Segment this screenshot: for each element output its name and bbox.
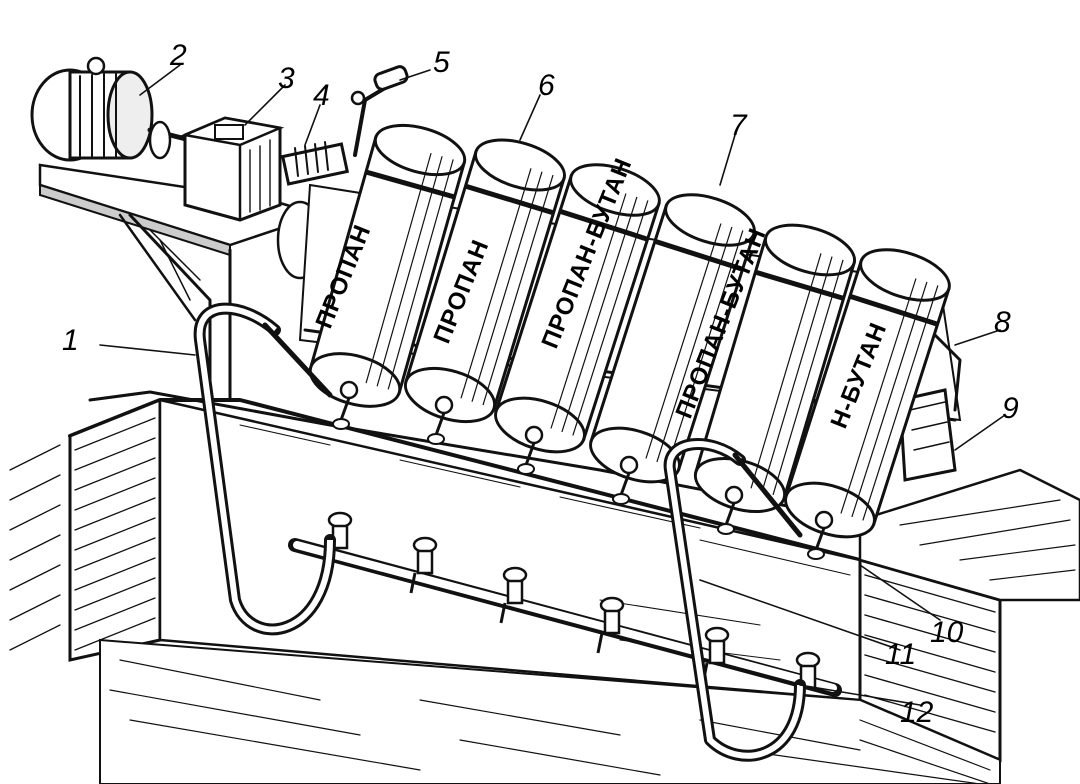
callout-6: 6	[538, 69, 555, 102]
cylinder-valve-cap	[427, 433, 445, 445]
cylinder-band	[754, 269, 845, 301]
manifold-valve-outlet	[596, 632, 604, 654]
callout-7: 7	[730, 109, 748, 142]
manifold-valve-body	[603, 609, 621, 635]
cylinder-top	[569, 163, 661, 217]
cylinder-shading	[572, 200, 649, 436]
callout-2: 2	[169, 39, 187, 72]
cylinder-band	[365, 169, 456, 200]
cylinder-valve	[339, 380, 359, 400]
cylinder-valve-stem	[434, 412, 446, 436]
cylinder-shading	[862, 285, 939, 521]
cylinder-band	[464, 183, 555, 216]
callout-3: 3	[278, 62, 295, 95]
callout-9: 9	[1002, 392, 1019, 425]
cylinder-shading	[645, 223, 722, 459]
callout-8: 8	[994, 306, 1011, 339]
reduction-gearbox	[180, 116, 285, 222]
leader-lines	[99, 64, 1006, 706]
cylinder-shading	[656, 226, 733, 463]
electric-motor	[30, 56, 193, 162]
cylinder-shading	[460, 168, 532, 399]
cylinder-band	[654, 238, 744, 272]
cylinder-valve-stem	[619, 472, 631, 496]
callout-11: 11	[885, 638, 916, 671]
cylinder-valve-cap	[332, 418, 350, 430]
cylinder-top	[763, 223, 857, 277]
cylinder-valve-stem	[724, 502, 736, 526]
flexible-hoses	[193, 302, 806, 762]
callout-5: 5	[433, 46, 450, 79]
cylinder-shading	[387, 159, 454, 390]
manifold-valve-outlet	[409, 572, 417, 594]
cylinder-shading	[750, 253, 822, 489]
cylinder-shading	[772, 259, 844, 496]
cylinder-shading	[471, 171, 543, 402]
cylinder-valve	[524, 425, 544, 445]
cylinder-valve	[814, 510, 834, 530]
cylinder-top	[474, 138, 566, 192]
cylinder-valve-stem	[339, 397, 351, 421]
manifold-valve-body	[416, 549, 434, 575]
cylinder-band	[559, 208, 649, 242]
cylinder-valve-cap	[612, 493, 630, 505]
cylinder-valve-cap	[807, 548, 825, 560]
cylinder-valve-cap	[717, 523, 735, 535]
cylinder-shading	[365, 152, 432, 384]
cylinder-valve	[619, 455, 639, 475]
cylinder-shading	[667, 230, 744, 466]
cylinder-shading	[550, 193, 627, 429]
manifold-valve-body	[506, 579, 524, 605]
cylinder-shading	[840, 278, 917, 514]
cylinder-shading	[761, 256, 833, 492]
cylinder-band	[849, 293, 939, 327]
callout-1: 1	[62, 324, 79, 357]
cylinder-valve-stem	[524, 442, 536, 466]
cylinder-top	[664, 193, 756, 247]
callout-12: 12	[900, 696, 934, 729]
cylinder-shading	[851, 281, 928, 518]
cylinder-valve	[724, 485, 744, 505]
cylinder-valve	[434, 395, 454, 415]
cylinder-shading	[561, 196, 638, 433]
callout-10: 10	[930, 616, 964, 649]
drive-support-frame	[38, 163, 325, 402]
manifold-valve-body	[708, 639, 726, 665]
cylinder-valve-cap	[517, 463, 535, 475]
cylinder-top	[859, 248, 951, 302]
cylinder-shading	[376, 156, 443, 387]
gas-cylinders	[308, 123, 951, 560]
hand-crank	[350, 65, 409, 157]
manifold-valve-outlet	[499, 602, 507, 624]
callout-4: 4	[313, 79, 330, 112]
cylinder-top	[373, 123, 467, 177]
cylinder-valve-stem	[814, 527, 826, 551]
cylinder-shading	[482, 174, 554, 406]
